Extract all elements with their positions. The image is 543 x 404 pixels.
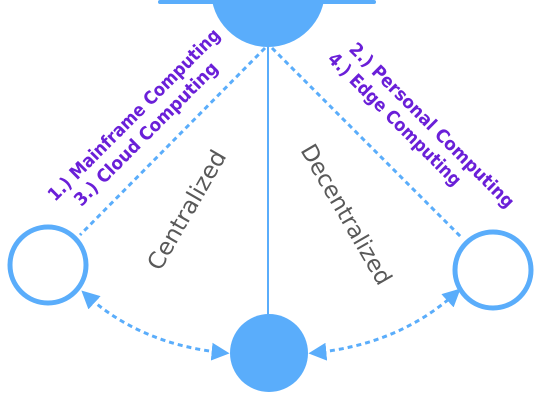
pivot-node	[211, 0, 325, 47]
decentralized-label-group: Decentralized	[295, 140, 397, 290]
centralized-label-group: Centralized	[143, 146, 233, 275]
right-node	[452, 229, 534, 311]
right-mode-line-1: 2.) Personal Computing	[344, 39, 518, 213]
left-node	[7, 224, 89, 306]
centralized-label: Centralized	[143, 146, 233, 275]
bottom-node	[230, 314, 308, 392]
pendulum-left-dashed-line	[78, 46, 267, 237]
left-swing-arrow	[81, 290, 230, 361]
decentralized-label: Decentralized	[295, 140, 397, 290]
right-swing-arrow	[308, 288, 461, 361]
